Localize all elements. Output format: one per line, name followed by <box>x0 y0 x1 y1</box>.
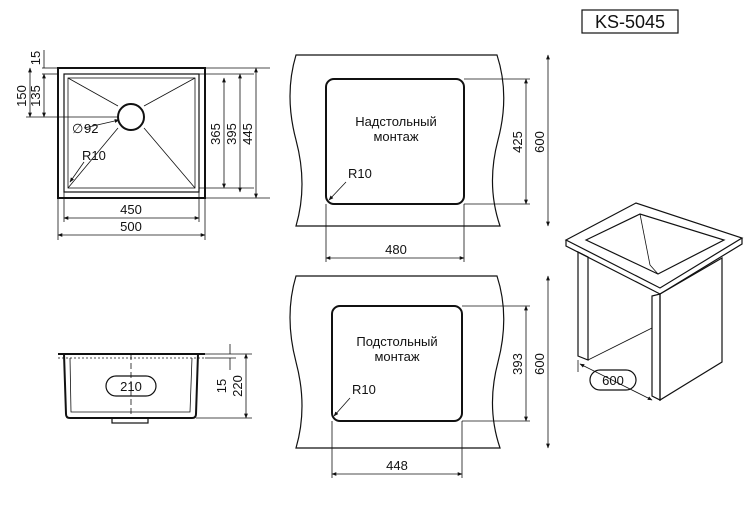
undermount-dim-600: 600 <box>532 353 547 375</box>
dim-15-top: 15 <box>28 51 43 65</box>
dim-150: 150 <box>14 85 29 107</box>
overmount-countertop <box>289 54 505 227</box>
dim-220: 220 <box>230 375 245 397</box>
cabinet-sink-opening <box>584 213 726 275</box>
model-title: KS-5045 <box>581 9 679 34</box>
sink-outer-rim <box>57 67 206 199</box>
overmount-cutout-outline <box>325 78 465 205</box>
dim-365: 365 <box>208 123 223 145</box>
overmount-dim-425: 425 <box>510 131 525 153</box>
dim-15-section: 15 <box>214 379 229 393</box>
model-label: KS-5045 <box>595 12 665 32</box>
overmount-label-2: монтаж <box>373 129 418 144</box>
dim-445: 445 <box>240 123 255 145</box>
undermount-label-1: Подстольный <box>356 334 437 349</box>
undermount-radius: R10 <box>352 382 376 397</box>
drain-dimension: 92 <box>84 121 98 136</box>
top-view: ∅ 92 R10 15 150 135 365 395 445 450 500 <box>14 50 270 240</box>
drain-hole <box>117 103 145 131</box>
section-view: 210 15 220 <box>58 344 252 424</box>
cabinet-front-edge <box>651 293 661 401</box>
overmount-dim-480: 480 <box>385 242 407 257</box>
overmount-dim-600: 600 <box>532 131 547 153</box>
overmount-radius: R10 <box>348 166 372 181</box>
overmount-cutout: Надстольный монтаж R10 425 600 480 <box>289 54 550 262</box>
overmount-label-1: Надстольный <box>355 114 437 129</box>
undermount-dim-448: 448 <box>386 458 408 473</box>
dim-210: 210 <box>120 379 142 394</box>
undermount-countertop <box>289 275 505 449</box>
dim-500: 500 <box>120 219 142 234</box>
svg-text:∅: ∅ <box>72 121 83 136</box>
undermount-dim-393: 393 <box>510 353 525 375</box>
sink-inner-rim <box>63 73 200 193</box>
cabinet-left-panel <box>577 251 589 361</box>
dim-135: 135 <box>28 85 43 107</box>
undermount-cutout-outline <box>331 305 463 422</box>
undermount-label-2: монтаж <box>374 349 419 364</box>
dim-450: 450 <box>120 202 142 217</box>
dim-395: 395 <box>224 123 239 145</box>
undermount-cutout: Подстольный монтаж R10 393 600 448 <box>289 275 550 478</box>
drain-outlet <box>111 417 149 424</box>
cabinet-top <box>564 202 744 289</box>
cabinet-isometric: 600 <box>564 202 744 402</box>
top-radius-label: R10 <box>82 148 106 163</box>
dim-210-oval <box>105 375 157 397</box>
cabinet-right-panel <box>659 256 723 402</box>
sink-bowl <box>67 77 196 189</box>
